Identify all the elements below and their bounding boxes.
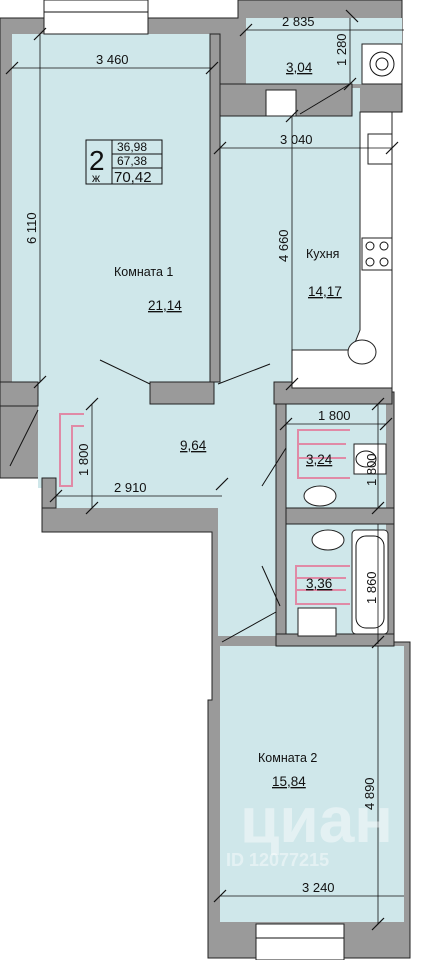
wall-room1-bottom-left	[0, 381, 39, 407]
dimension-lines	[5, 9, 404, 931]
watermark: циан ID 12077215	[226, 784, 393, 870]
windows	[43, 0, 345, 960]
wall-room1-bottom-mid	[149, 381, 215, 405]
door-bath2	[261, 565, 281, 607]
room2-fill	[220, 646, 404, 922]
dim-room1-width: 3 460	[96, 52, 129, 67]
balcony-cabinet	[361, 43, 403, 85]
door-room1-b	[217, 363, 271, 385]
bath1-sink	[303, 485, 337, 507]
dim-room2-width: 3 240	[302, 880, 335, 895]
toilet	[353, 443, 387, 475]
door-room1-a	[99, 359, 151, 385]
kitchen-label: Кухня	[306, 247, 339, 261]
dim-kitchen-width: 3 040	[280, 132, 313, 147]
kitchen-area: 14,17	[308, 284, 342, 299]
dim-balcony-width: 2 835	[282, 14, 315, 29]
window-room2	[255, 923, 345, 960]
kitchen-sink	[347, 339, 377, 365]
area-summary-badge: 2 ж 36,98 67,38 70,42	[85, 139, 163, 186]
room1-area: 21,14	[148, 298, 182, 313]
watermark-logo: циан	[240, 784, 393, 856]
bath2-sink	[311, 529, 345, 551]
bath2-area: 3,36	[306, 576, 332, 591]
bath1-area: 3,24	[306, 452, 333, 467]
window-room1	[43, 0, 149, 35]
dimension-labels: 3 460 6 110 2 835 1 280 3 040 4 660 1 80…	[24, 14, 379, 895]
dim-room2-height: 4 890	[362, 777, 377, 810]
fixtures	[291, 43, 403, 637]
dim-hall-width: 2 910	[114, 480, 147, 495]
door-entrance	[9, 409, 39, 467]
wall-bath-mid	[285, 507, 395, 525]
doors	[9, 83, 351, 643]
rooms-count: 2	[89, 145, 105, 176]
watermark-id: ID 12077215	[226, 850, 329, 870]
useful-area: 67,38	[117, 154, 147, 168]
heating-markers	[59, 413, 350, 605]
room2-area: 15,84	[272, 774, 306, 789]
room1-fill	[12, 34, 210, 382]
total-area: 70,42	[114, 169, 152, 186]
door-bath1	[261, 447, 287, 487]
unit-letter: ж	[92, 171, 100, 185]
dim-balcony-height: 1 280	[334, 33, 349, 66]
hall-fill	[38, 380, 280, 636]
dim-kitchen-height: 4 660	[276, 229, 291, 262]
wall-room1-right	[209, 33, 221, 383]
door-balcony	[299, 83, 351, 115]
door-room2	[221, 611, 277, 643]
kitchen-fill	[220, 88, 384, 388]
inner-walls	[0, 33, 395, 647]
room1-label: Комната 1	[114, 265, 173, 279]
dim-bath1-width: 1 800	[318, 408, 351, 423]
dim-bath1-height: 1 800	[364, 453, 379, 486]
dim-room1-height: 6 110	[24, 212, 39, 244]
wall-left-hall	[41, 477, 57, 509]
bathtub	[351, 529, 389, 635]
living-area: 36,98	[117, 140, 147, 154]
room-labels: Комната 1 21,14 Кухня 14,17 9,64 3,24 3,…	[114, 60, 342, 789]
room2-label: Комната 2	[258, 751, 317, 765]
hall-area: 9,64	[180, 438, 207, 453]
kitchen-shelf	[367, 133, 393, 165]
room-fills	[12, 18, 404, 922]
stove	[361, 237, 393, 271]
dim-bath2-height: 1 860	[364, 571, 379, 604]
dim-hall-height: 1 800	[76, 443, 91, 476]
window-kitchen	[265, 89, 297, 117]
washing-machine	[297, 607, 337, 637]
balcony-area: 3,04	[286, 60, 313, 75]
